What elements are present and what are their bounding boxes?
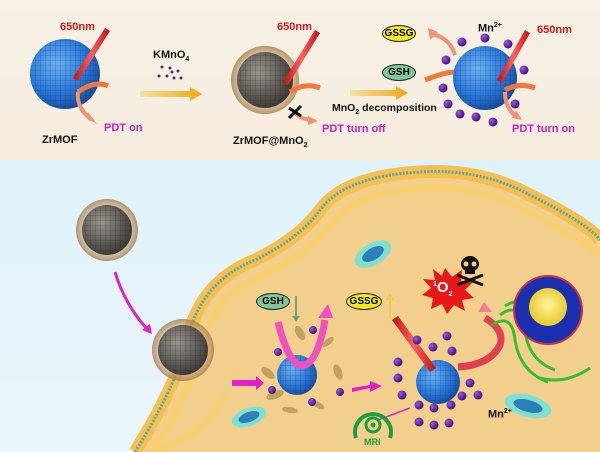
zrmof-label: ZrMOF	[42, 134, 78, 146]
mn-text-cell: Mn	[488, 408, 504, 421]
zrmof-mno2-subscript: 2	[303, 142, 308, 150]
singlet-o: O	[436, 279, 449, 296]
kmno4-particles	[157, 65, 183, 80]
mn-ions-degrading	[268, 326, 344, 406]
synthesis-arrow	[140, 87, 202, 101]
zrmof-mno2-label: ZrMOF@MnO2	[233, 135, 308, 149]
mitochondrion	[231, 406, 267, 428]
singlet-oxygen-burst	[422, 268, 474, 314]
gssg-up-arrowhead	[386, 294, 394, 300]
laser-label-1: 650nm	[60, 21, 95, 33]
light-in-arrow-3	[503, 82, 536, 93]
pdt-turn-on-label: PDT turn on	[512, 123, 575, 135]
skull-crossbones-icon	[456, 256, 484, 287]
gsh-conversion-arrow	[274, 319, 329, 369]
activation-arrow	[352, 381, 382, 392]
pdt-turn-on-arrowhead	[512, 110, 522, 120]
mri-label: MRI	[364, 437, 381, 447]
uptake-arrowhead	[142, 324, 152, 334]
mn-ions-released	[393, 331, 483, 430]
uptake-arrow	[113, 271, 150, 332]
mno2-decomposition-label: MnO2 decomposition	[332, 102, 437, 116]
zrmof-sphere-active	[416, 360, 460, 404]
laser-label-3: 650nm	[537, 24, 572, 36]
mn-text-top: Mn	[478, 22, 494, 35]
mn-ion-label-top: Mn2+	[478, 22, 502, 35]
laser-label-2: 650nm	[277, 21, 312, 33]
singlet-sup: 1	[433, 281, 437, 288]
mn-ion-label-cell: Mn2+	[488, 408, 512, 421]
laser-beam-3	[497, 30, 530, 83]
decomp-text-b: decomposition	[359, 102, 437, 114]
kmno4-label: KMnO4	[153, 49, 189, 63]
decomp-text-a: MnO	[332, 102, 356, 114]
mno2-fragments	[261, 325, 343, 414]
decomp-subscript: 2	[355, 109, 360, 117]
mn-sup-top: 2+	[493, 22, 502, 29]
ros-generation-arrow	[457, 314, 505, 371]
mitochondrion	[504, 393, 552, 419]
zrmof-released-sphere	[453, 46, 517, 110]
mn-sup-cell: 2+	[503, 408, 512, 415]
nanoparticle-outside	[76, 199, 138, 261]
endocytosis-fold	[149, 393, 228, 452]
mri-icon	[353, 412, 393, 439]
internalize-arrow	[232, 376, 264, 390]
nanoparticle-entering	[152, 319, 214, 381]
kmno4-subscript: 4	[185, 56, 190, 64]
decomposition-arrow	[350, 86, 408, 100]
light-in-arrow-1	[76, 81, 110, 95]
laser-beam-1	[73, 28, 110, 81]
gssg-arrowhead	[428, 28, 438, 40]
zrmof-sphere	[30, 39, 100, 109]
gssg-badge-cell: GSSG	[346, 293, 382, 310]
mn-ions-top	[438, 33, 529, 127]
pdt-on-arrowhead	[86, 112, 97, 124]
gsh-badge-top: GSH	[382, 64, 416, 81]
singlet-sub: 2	[448, 291, 453, 298]
pdt-on-label: PDT on	[104, 122, 143, 134]
gsh-down-arrowhead	[292, 316, 300, 322]
singlet-oxygen-label: 1O2	[433, 279, 452, 298]
zrmof-mno2-text: ZrMOF@MnO	[233, 135, 304, 147]
ros-arrowhead	[478, 302, 492, 312]
pdt-off-arrowhead	[308, 116, 318, 125]
blocked-x-icon	[287, 104, 303, 120]
kmno4-text: KMnO	[153, 49, 186, 61]
laser-beam-cell	[392, 316, 436, 372]
light-in-arrow-2	[288, 83, 321, 95]
zrmof-mno2-sphere	[231, 46, 299, 114]
gsh-in-arrow	[424, 69, 456, 83]
gssg-badge-top: GSSG	[382, 25, 416, 42]
mitochondrion	[354, 240, 392, 268]
pdt-turn-off-label: PDT turn off	[322, 123, 386, 135]
gsh-conversion-arrowhead	[318, 304, 333, 318]
gsh-badge-cell: GSH	[256, 293, 290, 310]
cell-membrane-lipid-tails	[133, 170, 600, 452]
nucleus	[513, 275, 583, 345]
laser-beam-2	[283, 30, 320, 85]
